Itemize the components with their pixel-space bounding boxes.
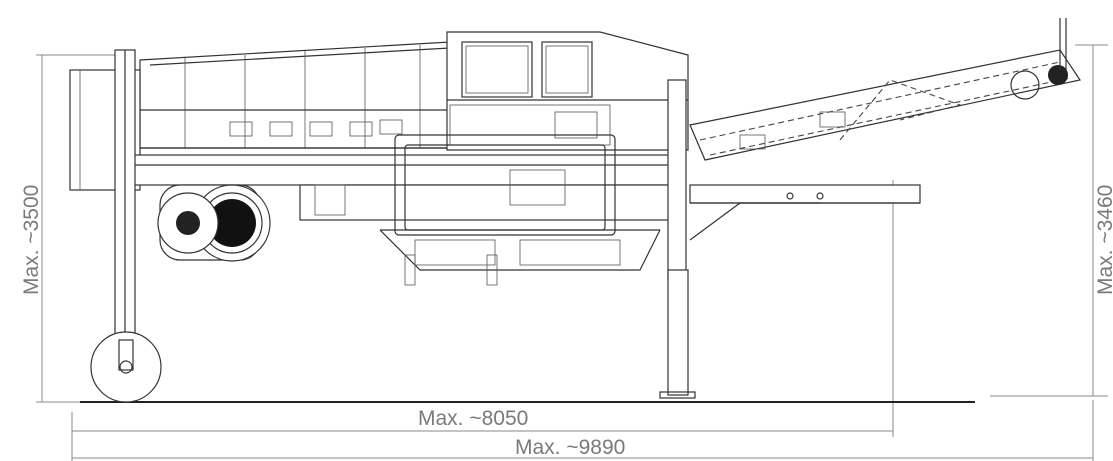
height-left-label: Max. ~3500	[20, 185, 43, 295]
front-leg	[659, 79, 696, 399]
drum-wheels	[157, 184, 271, 262]
dimension-lines	[36, 44, 1108, 461]
discharge-conveyor	[689, 18, 1081, 161]
chassis	[129, 134, 686, 286]
power-cabinet	[446, 31, 689, 159]
height-right-label: Max. ~3460	[1094, 185, 1113, 295]
screen-box	[69, 41, 451, 191]
rear-stand	[90, 49, 162, 403]
length-outer-label: Max. ~9890	[515, 436, 625, 459]
tow-bar	[689, 184, 921, 241]
length-inner-label: Max. ~8050	[418, 407, 528, 430]
